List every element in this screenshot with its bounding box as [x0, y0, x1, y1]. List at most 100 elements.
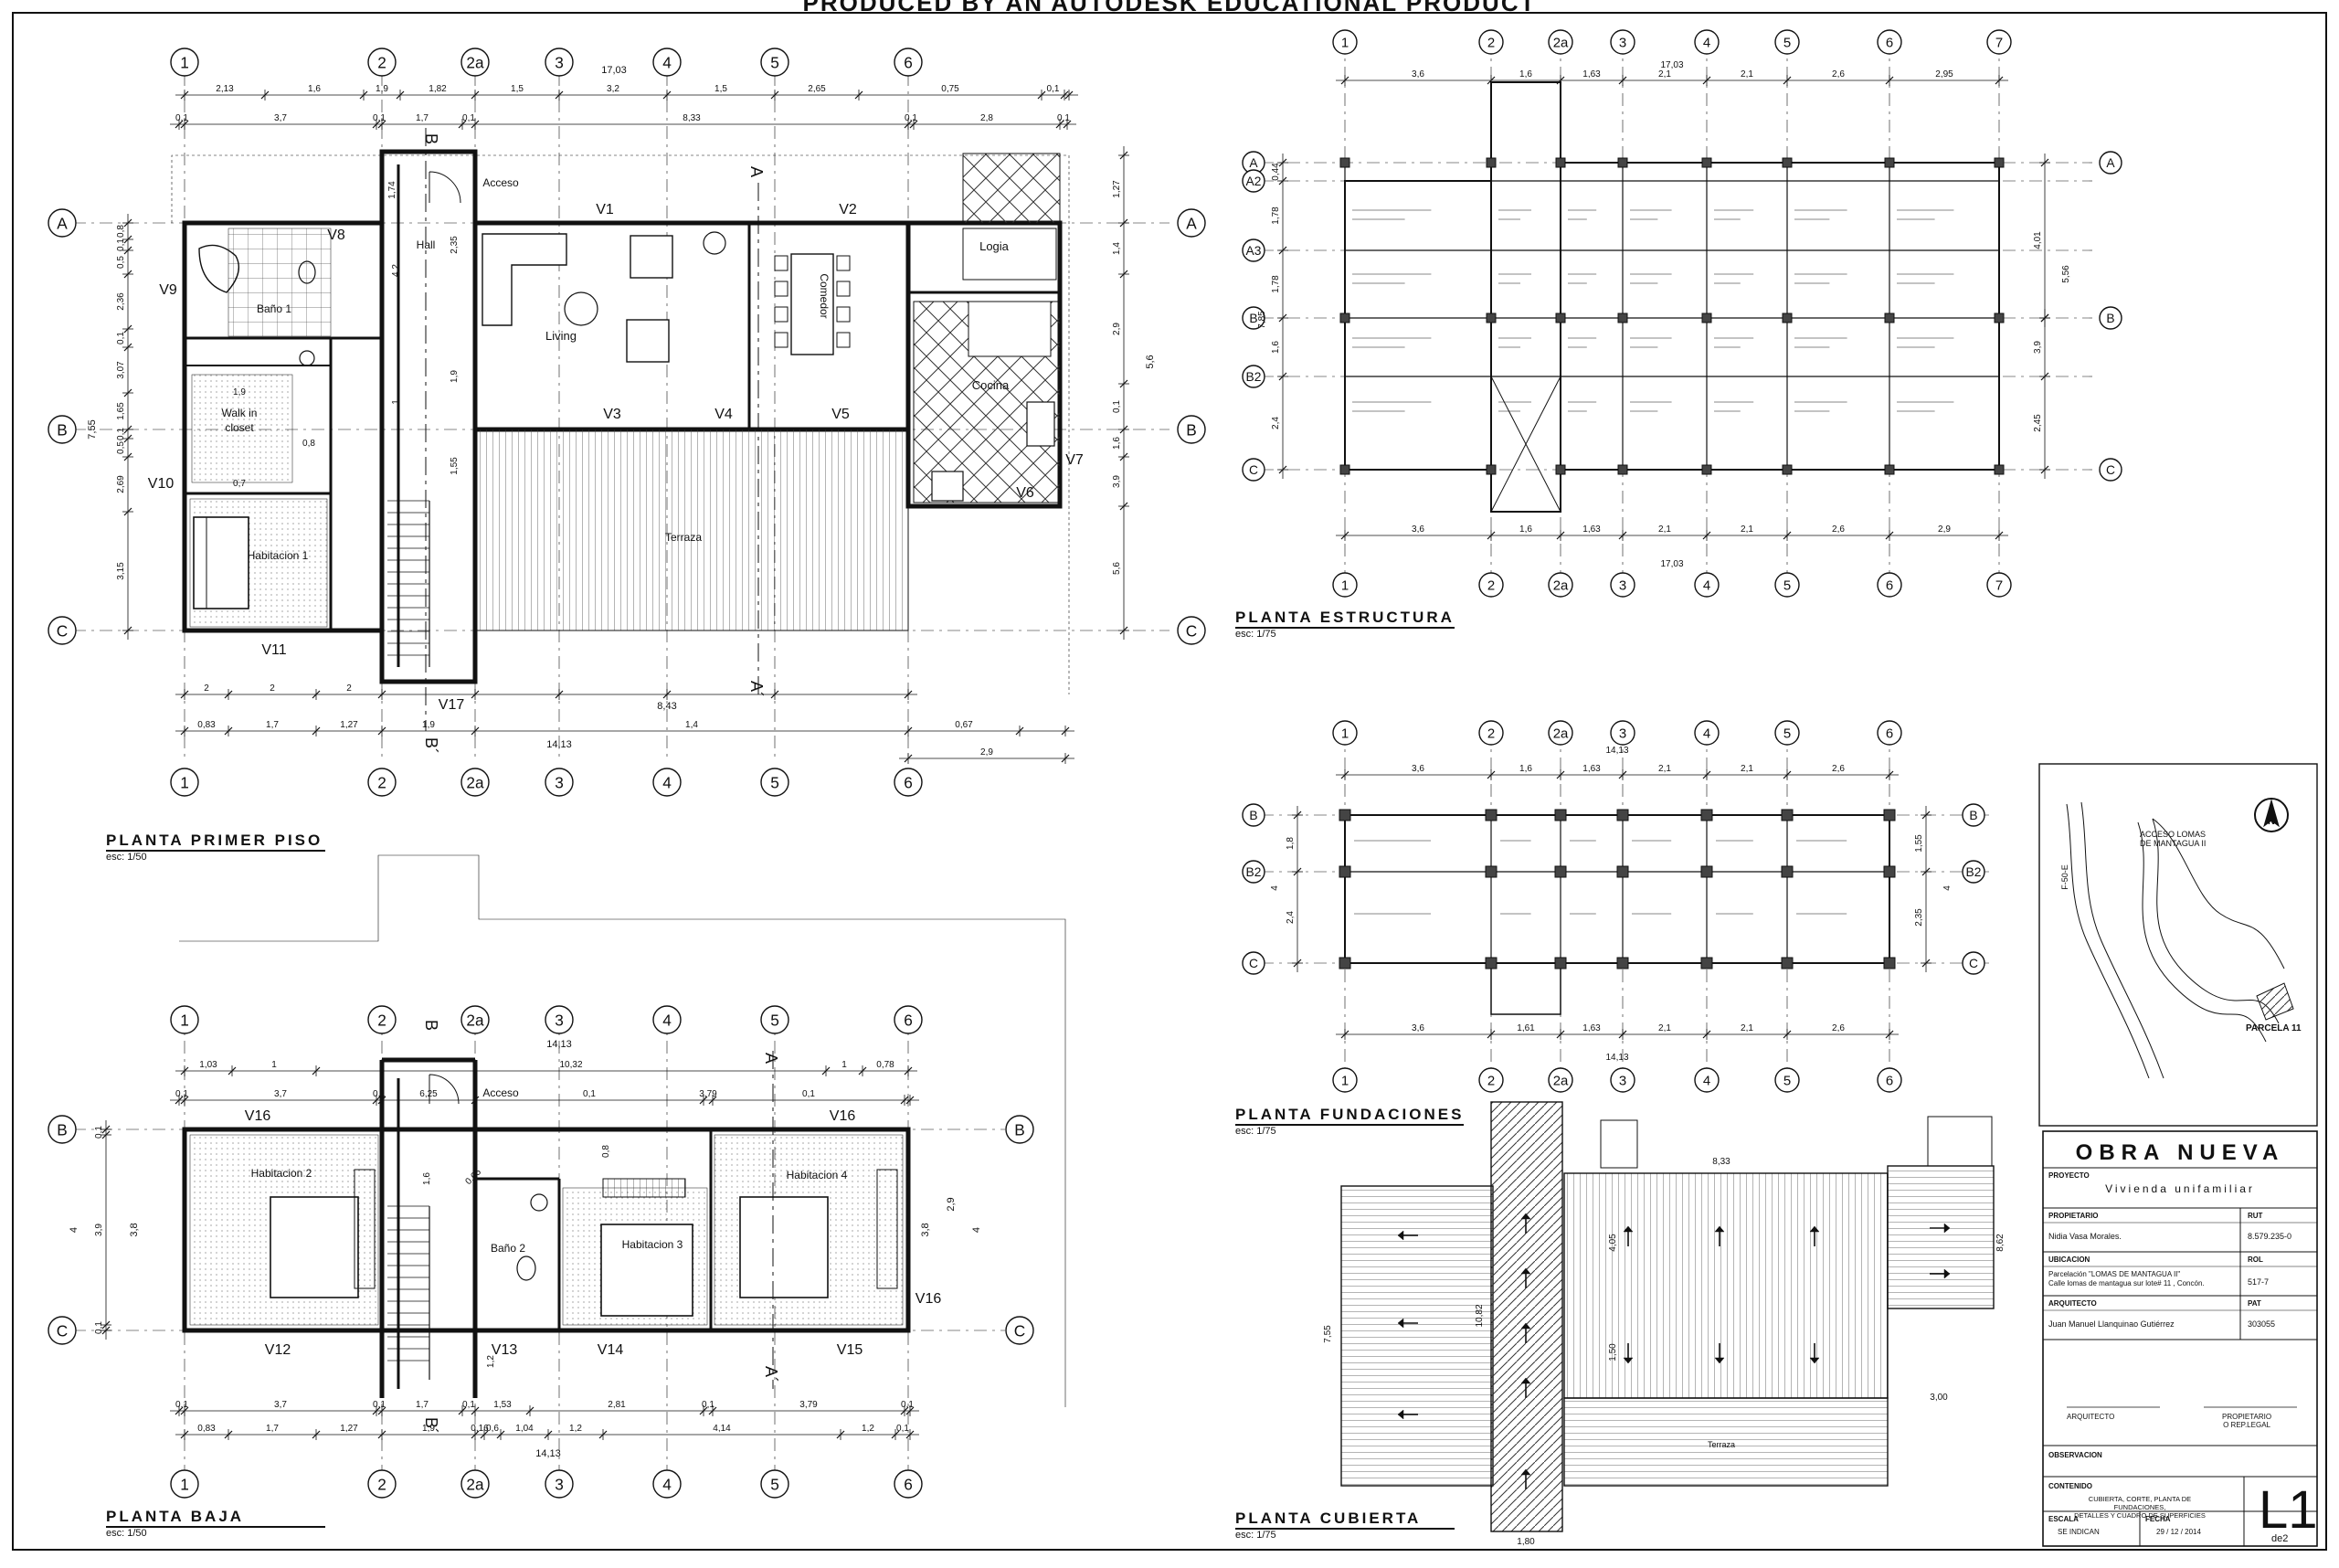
- first-dim-terrace-value: 2: [204, 683, 209, 694]
- struct-column: [1701, 464, 1712, 475]
- street-edge: [2137, 821, 2267, 1043]
- north-arrow-head: [2263, 799, 2280, 828]
- axis-bubble-top: [1774, 29, 1800, 55]
- roof-slope-arrow-head: [1943, 1223, 1951, 1234]
- window-tag: V17: [439, 697, 465, 713]
- first-dim-top-value: 3,2: [607, 84, 619, 94]
- hall-dim: 1: [391, 399, 401, 405]
- ubicacion-line2: Calle lomas de mantagua sur lote# 11 , C…: [2048, 1279, 2205, 1287]
- axis-bubble-bottom: [1610, 572, 1635, 598]
- ground-dim-bottom-value: 3,7: [274, 1400, 287, 1410]
- first-dim-right-slash: [1119, 452, 1128, 461]
- hall-dim: 1,9: [450, 370, 460, 383]
- first-dim-top-value: 1,82: [429, 84, 447, 94]
- ground-dim-bottom2-value: 1,2: [862, 1424, 874, 1434]
- first-floor-title: PLANTA PRIMER PISO: [106, 832, 323, 849]
- axis-bubble-bottom: [545, 1469, 574, 1499]
- found-dim-bottom-slash: [1340, 1030, 1349, 1039]
- found-footing: [1554, 957, 1567, 969]
- ground-dim-top-value: 1: [841, 1060, 847, 1070]
- first-dim-top2-value: 0,1: [462, 113, 475, 123]
- found-dim-left-slash: [1293, 810, 1302, 820]
- contenido-line2: DETALLES Y CUADRO DE SUPERFICIES: [2074, 1511, 2206, 1520]
- axis-bubble-top: [1774, 720, 1800, 746]
- axis-bubble-right-label: B: [1186, 420, 1197, 439]
- axis-bubble-top-label: 6: [1886, 35, 1893, 50]
- roof-slope-arrow-head: [1397, 1409, 1404, 1420]
- struct-dim-bottom-slash: [1618, 531, 1627, 540]
- struct-dim-bottom-slash: [1556, 531, 1565, 540]
- ground-dim-left-value: 0,1: [94, 1321, 104, 1334]
- axis-bubble-right: [1962, 951, 1985, 975]
- struct-dim-left-value: 1,6: [1271, 341, 1281, 354]
- ground-dim-left-slash: [101, 1326, 111, 1335]
- found-dim-top-value: 2,1: [1741, 764, 1753, 774]
- axis-bubble-bottom-label: 6: [1886, 577, 1893, 593]
- ground-right-dim: 2,9: [946, 1197, 957, 1211]
- axis-bubble-bottom-label: 6: [904, 773, 913, 791]
- ground-right-inner: 3,8: [920, 1223, 931, 1236]
- closet-dim: 0,8: [601, 1145, 611, 1158]
- first-dim-bottom2-slash: [1061, 754, 1070, 763]
- struct-left-total: 7,85: [1257, 311, 1267, 329]
- first-dim-bottom2-value: 2,9: [980, 747, 993, 758]
- axis-bubble-bottom: [1877, 572, 1902, 598]
- living-lamp: [703, 231, 726, 255]
- ground-dim-bottom2-value: 1,7: [266, 1424, 279, 1434]
- signature-propietario-line1: PROPIETARIO: [2222, 1413, 2272, 1421]
- ground-dim-bottom2-value: 0,1: [896, 1424, 909, 1434]
- first-dim-top2-slash: [904, 120, 913, 129]
- first-dim-top2-value: 3,7: [274, 113, 287, 123]
- window-tag: V14: [598, 1342, 624, 1358]
- found-footing: [1781, 957, 1794, 969]
- found-stair-footing: [1490, 962, 1561, 1015]
- struct-dim-bottom-value: 2,1: [1658, 524, 1671, 535]
- dining-chair: [836, 332, 851, 348]
- first-dim-bottom-slash: [1015, 726, 1024, 736]
- axis-bubble-left: [48, 208, 77, 238]
- struct-column: [1486, 313, 1497, 323]
- bed3-closet: [602, 1178, 686, 1198]
- axis-bubble-top-label: 5: [770, 53, 779, 71]
- ground-dim-top-value: 10,32: [559, 1060, 582, 1070]
- axis-bubble-top: [1877, 720, 1902, 746]
- axis-bubble-top-label: 1: [1341, 35, 1349, 50]
- axis-bubble-top-label: 5: [1783, 35, 1791, 50]
- ground-dim-left-slash: [101, 1125, 111, 1134]
- ground-dim-top2-value: 3,7: [274, 1089, 287, 1099]
- axis-bubble-bottom: [760, 1469, 789, 1499]
- room-bath1: Baño 1: [257, 302, 291, 315]
- axis-bubble-left-label: B: [57, 420, 68, 439]
- first-dim-right-value: 1,4: [1112, 242, 1122, 255]
- roof-title-underline: [1235, 1528, 1455, 1530]
- observacion-header: OBSERVACION: [2048, 1451, 2102, 1459]
- found-dim-right-value: 1,55: [1914, 834, 1924, 853]
- ground-dim-bottom2-value: 0,83: [197, 1424, 216, 1434]
- sheet-border: [12, 12, 2327, 1551]
- axis-bubble-right-label: B: [1014, 1120, 1025, 1139]
- axis-bubble-top: [894, 1005, 923, 1034]
- struct-column: [1701, 157, 1712, 168]
- dining-chair: [836, 306, 851, 323]
- axis-bubble-right: [1962, 860, 1985, 884]
- first-dim-right-slash: [1119, 218, 1128, 228]
- title-block-frame: [2042, 1130, 2318, 1547]
- closet-floor: [191, 374, 293, 483]
- first-dim-left-value: 1,65: [116, 402, 126, 420]
- living-sofa: [482, 233, 567, 326]
- axis-bubble-top: [652, 48, 682, 77]
- section-b: B: [422, 1020, 440, 1031]
- room-logia: Logia: [979, 239, 1010, 253]
- axis-bubble-bottom-label: 4: [1703, 577, 1710, 593]
- road-edge: [2080, 801, 2164, 1079]
- rol-header: ROL: [2248, 1255, 2263, 1264]
- first-dim-terrace-slash: [180, 690, 189, 699]
- axis-bubble-top-label: 2: [1487, 726, 1495, 741]
- struct-column: [1782, 313, 1793, 323]
- ground-dim-top2-value: 3,79: [699, 1089, 717, 1099]
- window-tag: V10: [148, 476, 175, 492]
- axis-bubble-top: [1478, 720, 1504, 746]
- axis-bubble-bottom-label: 6: [904, 1475, 913, 1493]
